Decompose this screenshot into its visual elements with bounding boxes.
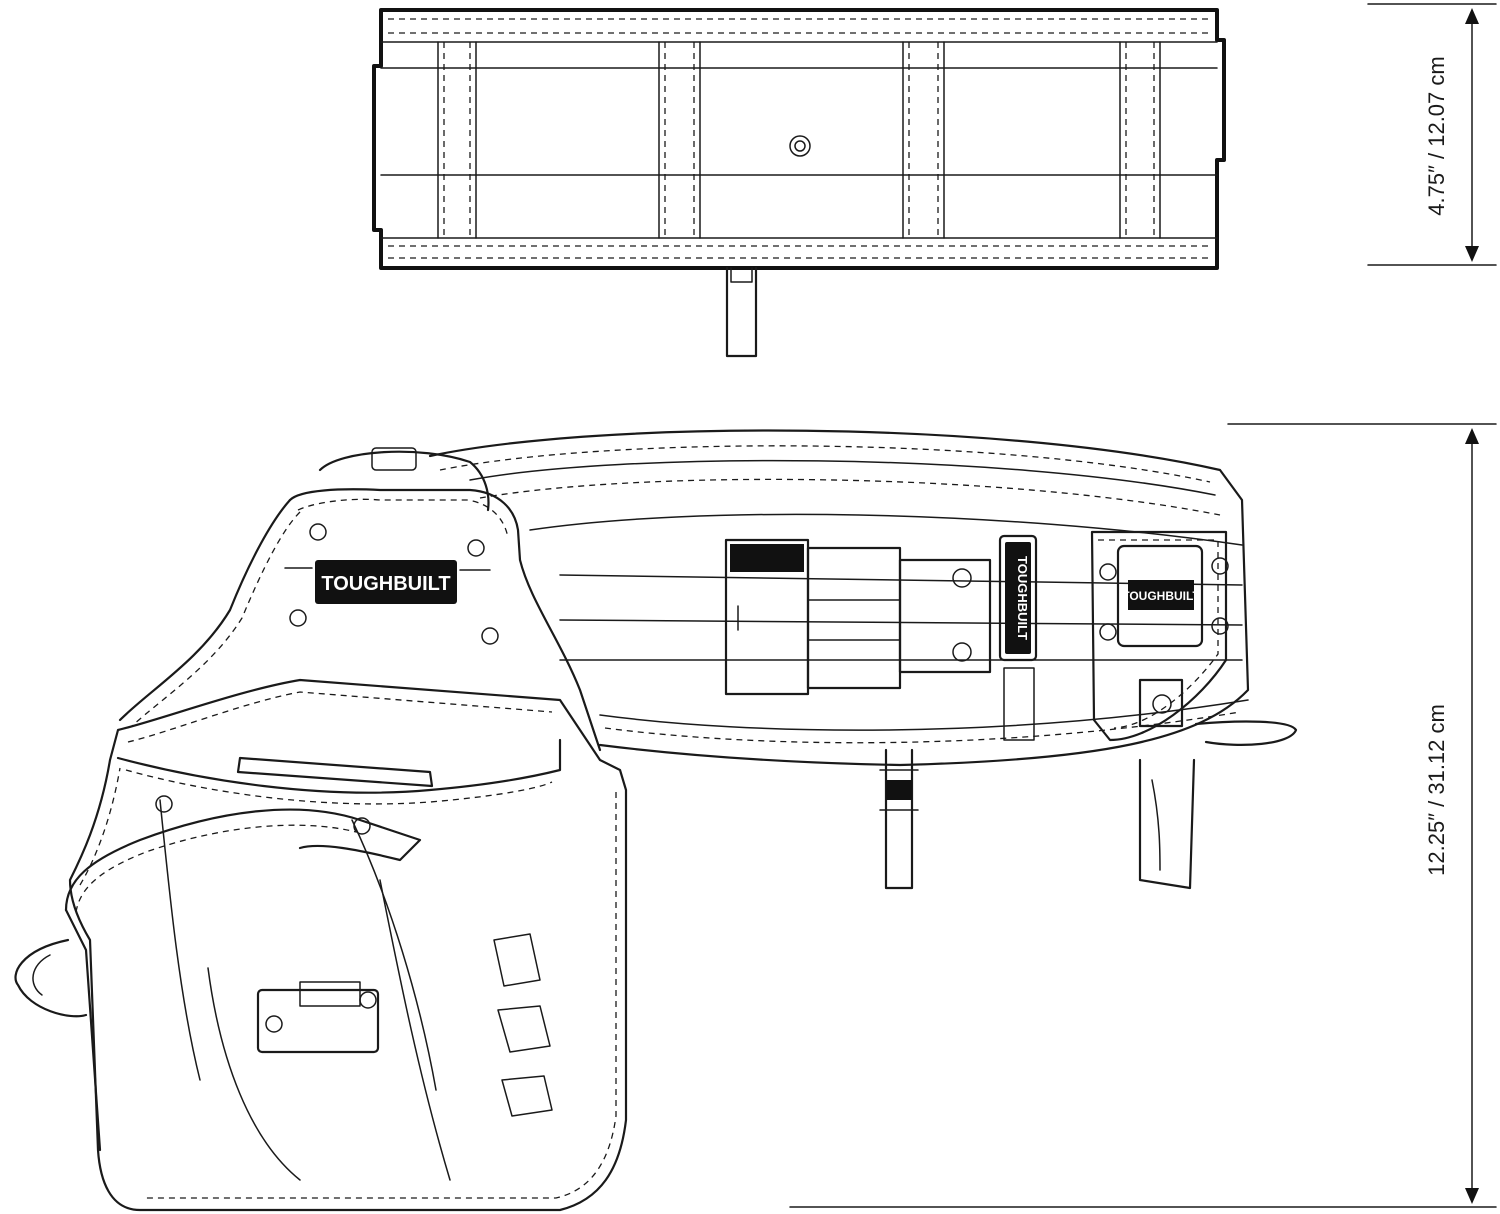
- padded-belt-top-view: [372, 8, 1226, 358]
- dimension-overall-height: 12.25″ / 31.12 cm: [789, 423, 1497, 1208]
- overall-height-label: 12.25″ / 31.12 cm: [1424, 704, 1449, 876]
- brand-label-hook: TOUGHBUILT: [1122, 589, 1200, 603]
- brand-label-belt-tag: TOUGHBUILT: [1015, 556, 1030, 640]
- belt-height-label: 4.75″ / 12.07 cm: [1424, 56, 1449, 215]
- brand-labels: TOUGHBUILT TOUGHBUILT TOUGHBUILT: [321, 556, 1200, 640]
- tool-belt-assembly: [14, 429, 1298, 1018]
- dimension-belt-height: 4.75″ / 12.07 cm: [1367, 3, 1497, 266]
- brand-label-pouch: TOUGHBUILT: [321, 573, 450, 595]
- tool-pouch: [64, 447, 628, 1212]
